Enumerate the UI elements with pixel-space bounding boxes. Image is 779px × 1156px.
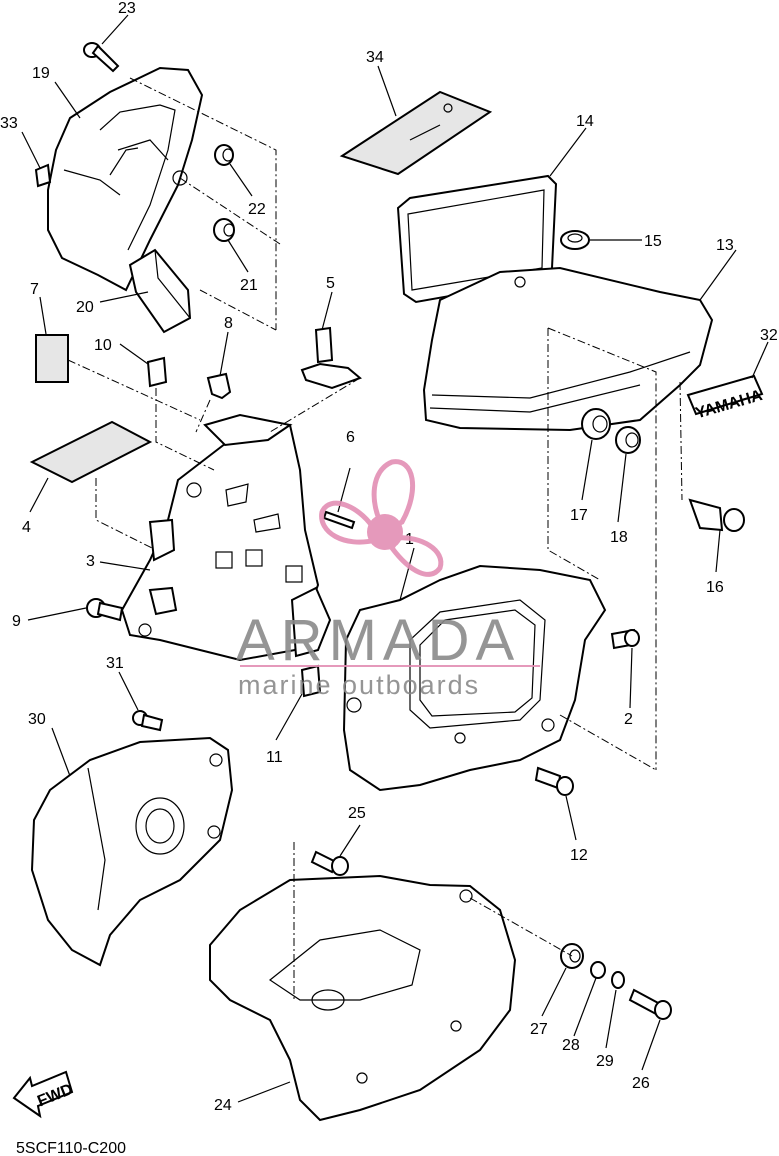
callout-11: 11 bbox=[266, 749, 283, 766]
part-26-bolt[interactable] bbox=[628, 988, 672, 1020]
part-5-bracket[interactable] bbox=[300, 326, 362, 390]
fwd-arrow-icon: FWD bbox=[12, 1070, 75, 1119]
part-28-collar[interactable] bbox=[590, 961, 606, 979]
part-12-bolt[interactable] bbox=[534, 766, 574, 796]
watermark-tagline: marine outboards bbox=[238, 670, 480, 700]
callout-2: 2 bbox=[624, 711, 633, 728]
callout-10: 10 bbox=[94, 337, 112, 354]
part-29-washer[interactable] bbox=[611, 971, 625, 989]
part-15-grommet[interactable] bbox=[560, 230, 590, 250]
part-13-side-cover[interactable] bbox=[422, 266, 714, 432]
part-7-pad[interactable] bbox=[35, 334, 69, 383]
part-23-screw[interactable] bbox=[83, 42, 120, 73]
part-9-bolt[interactable] bbox=[86, 598, 124, 622]
part-4-plate[interactable] bbox=[29, 420, 153, 484]
callout-34: 34 bbox=[366, 49, 384, 66]
watermark: ARMADA marine outboards bbox=[236, 459, 540, 700]
callout-25: 25 bbox=[348, 805, 366, 822]
callout-29: 29 bbox=[596, 1053, 614, 1070]
callout-28: 28 bbox=[562, 1037, 580, 1054]
part-20-filter[interactable] bbox=[128, 248, 192, 334]
part-25-bolt[interactable] bbox=[310, 850, 349, 876]
callout-15: 15 bbox=[644, 233, 662, 250]
callout-18: 18 bbox=[610, 529, 628, 546]
part-33-label[interactable] bbox=[34, 163, 52, 188]
callout-27: 27 bbox=[530, 1021, 548, 1038]
callout-12: 12 bbox=[570, 847, 588, 864]
part-31-bolt[interactable] bbox=[132, 710, 164, 732]
callout-22: 22 bbox=[248, 201, 266, 218]
callout-4: 4 bbox=[22, 519, 31, 536]
part-16-connector[interactable] bbox=[688, 498, 745, 532]
callout-6: 6 bbox=[346, 429, 355, 446]
callout-26: 26 bbox=[632, 1075, 650, 1092]
callout-9: 9 bbox=[12, 613, 21, 630]
callout-31: 31 bbox=[106, 655, 124, 672]
part-24-lower-cover[interactable] bbox=[209, 874, 517, 1122]
part-17-grommet[interactable] bbox=[581, 408, 611, 440]
part-22-grommet[interactable] bbox=[214, 144, 234, 166]
callout-13: 13 bbox=[716, 237, 734, 254]
part-18-grommet[interactable] bbox=[615, 426, 641, 454]
callout-21: 21 bbox=[240, 277, 258, 294]
propeller-logo-icon bbox=[319, 459, 444, 577]
callout-23: 23 bbox=[118, 0, 136, 17]
watermark-brand: ARMADA bbox=[236, 608, 520, 673]
part-8-bracket[interactable] bbox=[206, 372, 232, 400]
callout-labels: 23 19 33 34 14 22 15 13 21 20 5 7 8 32 1… bbox=[0, 0, 778, 1114]
part-1-housing[interactable] bbox=[342, 564, 607, 792]
part-19-cover[interactable] bbox=[47, 66, 204, 292]
part-30-cover[interactable] bbox=[30, 736, 234, 967]
part-2-bolt[interactable] bbox=[610, 628, 640, 650]
part-11-clip[interactable] bbox=[300, 664, 322, 698]
callout-33: 33 bbox=[0, 115, 18, 132]
part-10-clip[interactable] bbox=[146, 356, 168, 388]
part-3-airbox[interactable] bbox=[120, 413, 332, 662]
callout-17: 17 bbox=[570, 507, 588, 524]
callout-5: 5 bbox=[326, 275, 335, 292]
part-21-grommet[interactable] bbox=[213, 218, 235, 242]
callout-8: 8 bbox=[224, 315, 233, 332]
assembly-lines bbox=[67, 77, 683, 1000]
part-6-pin[interactable] bbox=[322, 510, 356, 530]
callout-20: 20 bbox=[76, 299, 94, 316]
callout-7: 7 bbox=[30, 281, 39, 298]
callout-30: 30 bbox=[28, 711, 46, 728]
part-32-yamaha-decal[interactable]: YAMAHA bbox=[686, 374, 765, 422]
callout-19: 19 bbox=[32, 65, 50, 82]
diagram-code: 5SCF110-C200 bbox=[16, 1140, 126, 1156]
callout-24: 24 bbox=[214, 1097, 232, 1114]
part-34-sheet[interactable] bbox=[339, 90, 493, 176]
callout-32: 32 bbox=[760, 327, 778, 344]
callout-16: 16 bbox=[706, 579, 724, 596]
callout-3: 3 bbox=[86, 553, 95, 570]
callout-14: 14 bbox=[576, 113, 594, 130]
